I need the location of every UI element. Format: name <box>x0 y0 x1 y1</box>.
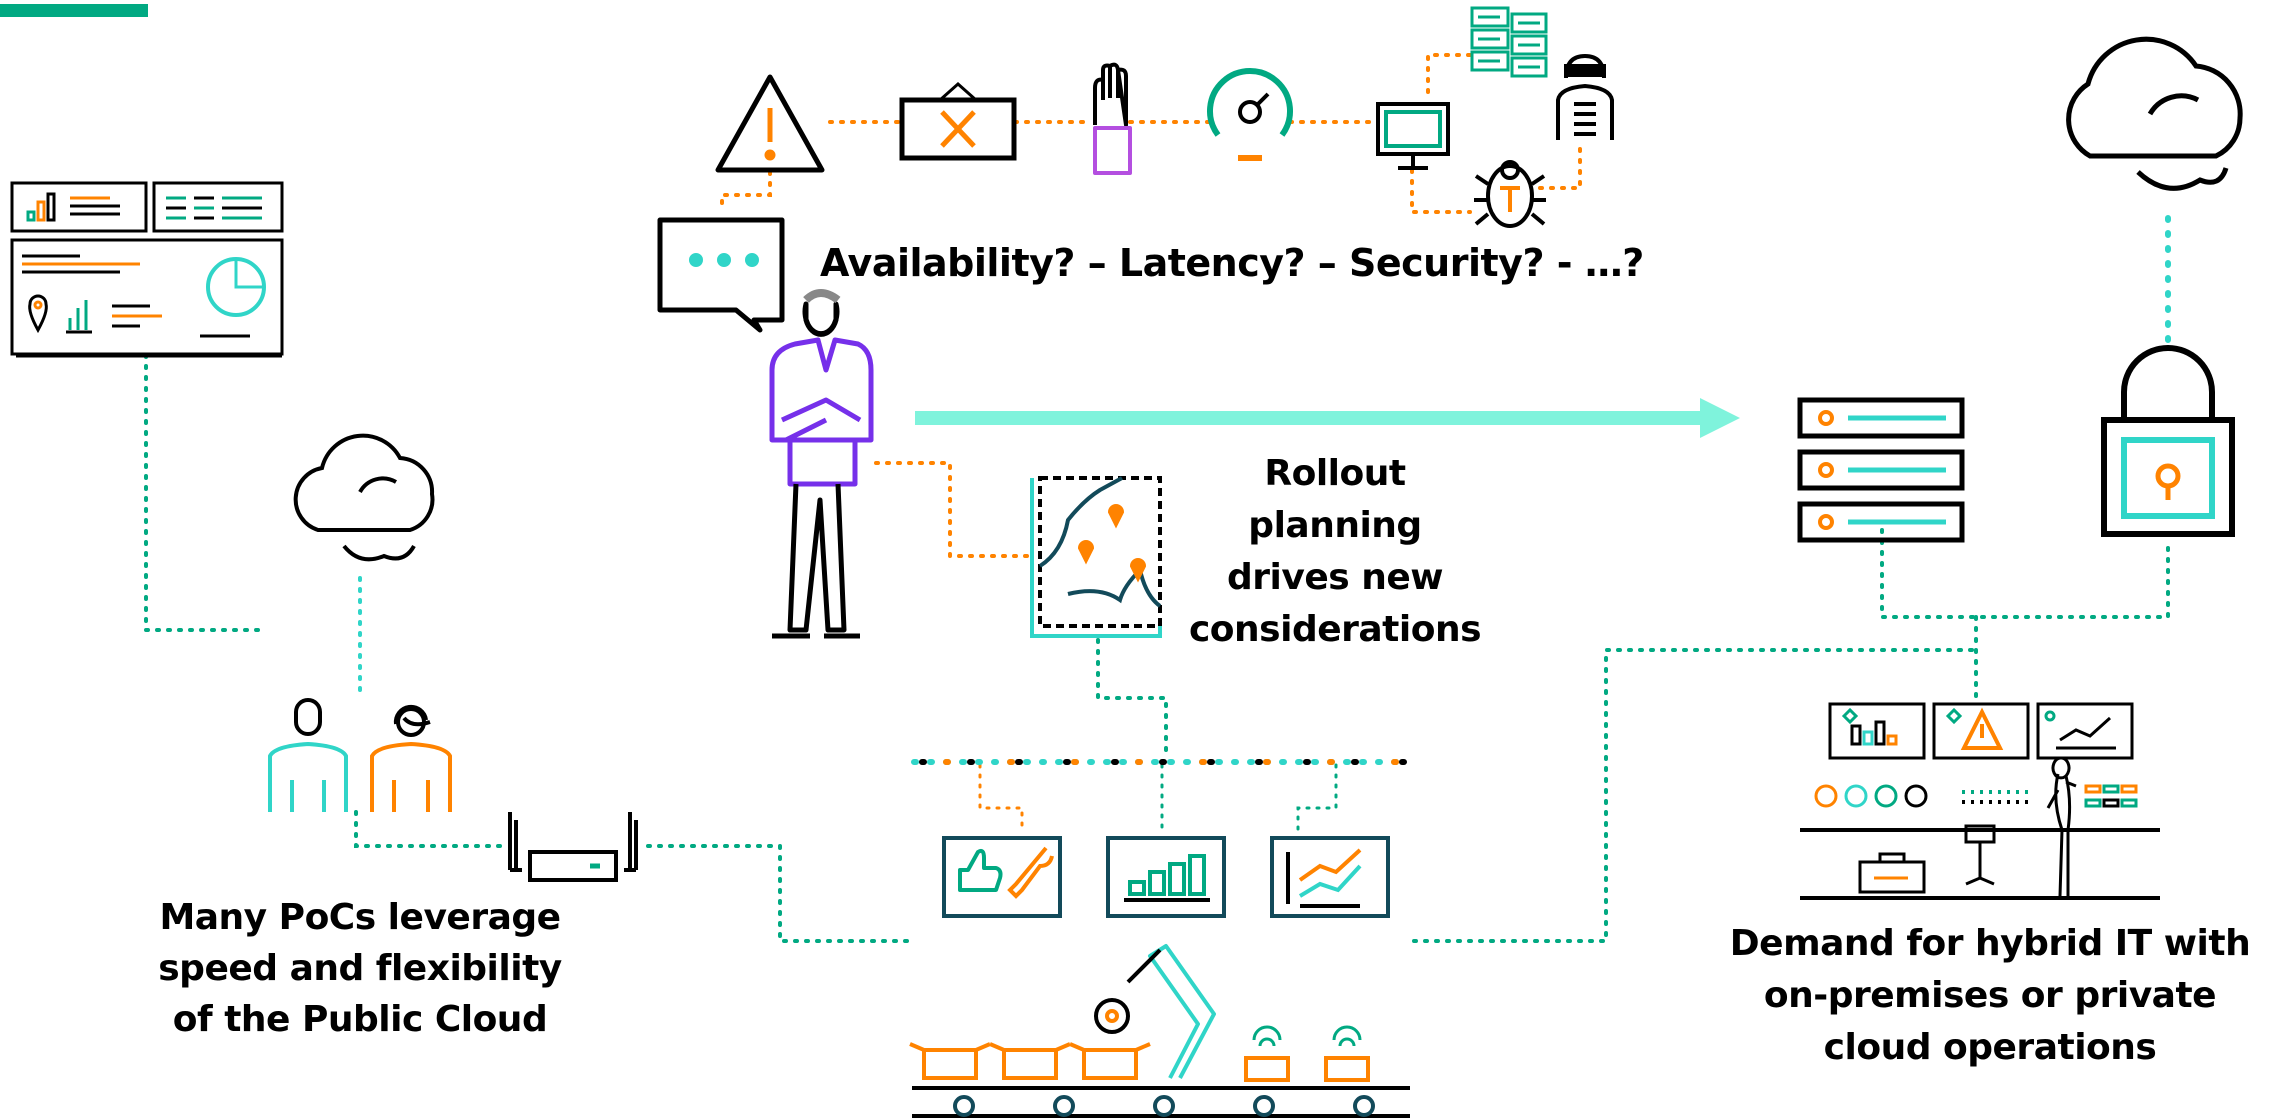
warning-icon <box>715 74 825 173</box>
user-icon <box>268 698 348 812</box>
operations-control-room-icon <box>1800 702 2160 900</box>
caption-line: cloud operations <box>1823 1027 2157 1068</box>
server-rack-icon <box>1470 6 1548 78</box>
monitor-to-servers-connector <box>1426 53 1472 94</box>
close-box-icon <box>899 81 1017 161</box>
bus-to-thumbs-connector <box>978 763 1024 832</box>
brand-bar <box>0 4 148 17</box>
bug-to-hacker-connector <box>1538 143 1582 190</box>
router-to-factory-connector <box>646 844 914 943</box>
caption-hybrid-it: Demand for hybrid IT with on-premises or… <box>1700 918 2280 1074</box>
cloud-icon-right <box>2066 36 2243 191</box>
bug-icon <box>1474 160 1546 228</box>
monitor-icon <box>1376 102 1450 170</box>
support-agent-icon <box>370 704 452 812</box>
person-to-map-connector <box>874 461 1032 558</box>
speedometer-icon <box>1207 68 1293 161</box>
router-icon <box>508 812 638 882</box>
speech-bubble-icon <box>657 217 785 333</box>
map-to-bus-connector <box>1096 638 1168 754</box>
caption-line: Demand for hybrid IT with <box>1729 923 2251 964</box>
caption-line: on-premises or private <box>1763 975 2217 1016</box>
dashboard-icon <box>10 181 284 358</box>
servers-to-junction-connector <box>1880 528 2170 619</box>
robot-arm-conveyor-icon <box>909 944 1410 1118</box>
caption-line: drives new <box>1226 557 1444 598</box>
business-person-icon <box>769 289 874 639</box>
users-to-router-connector <box>354 810 502 848</box>
cloud-icon <box>293 433 435 562</box>
connectors <box>144 53 2171 943</box>
map-icon <box>1030 476 1162 638</box>
bar-chart-icon <box>1106 836 1226 918</box>
thumbs-up-tool-icon <box>942 836 1062 918</box>
caption-public-cloud: Many PoCs leverage speed and flexibility… <box>130 892 590 1045</box>
caption-rollout-planning: Rollout planning drives new consideratio… <box>1150 448 1520 656</box>
bus-to-linechart-connector <box>1296 763 1338 832</box>
raised-hand-icon <box>1093 62 1132 175</box>
caption-line: considerations <box>1188 609 1482 650</box>
hacker-icon <box>1556 53 1614 140</box>
dashboard-to-cloud-connector <box>144 353 267 632</box>
caption-line: Many PoCs leverage <box>159 897 561 938</box>
main-arrow <box>915 398 1740 438</box>
monitor-to-bug-connector <box>1410 168 1472 214</box>
padlock-icon <box>2101 345 2235 537</box>
caption-line: Rollout <box>1264 453 1406 494</box>
headline: Availability? – Latency? – Security? - …… <box>820 241 1644 285</box>
server-stack-icon <box>1797 397 1965 543</box>
warning-to-bubble-connector <box>720 170 772 214</box>
caption-line: planning <box>1248 505 1422 546</box>
line-chart-icon <box>1270 836 1390 918</box>
caption-line: speed and flexibility <box>158 948 562 989</box>
caption-line: of the Public Cloud <box>172 999 548 1040</box>
